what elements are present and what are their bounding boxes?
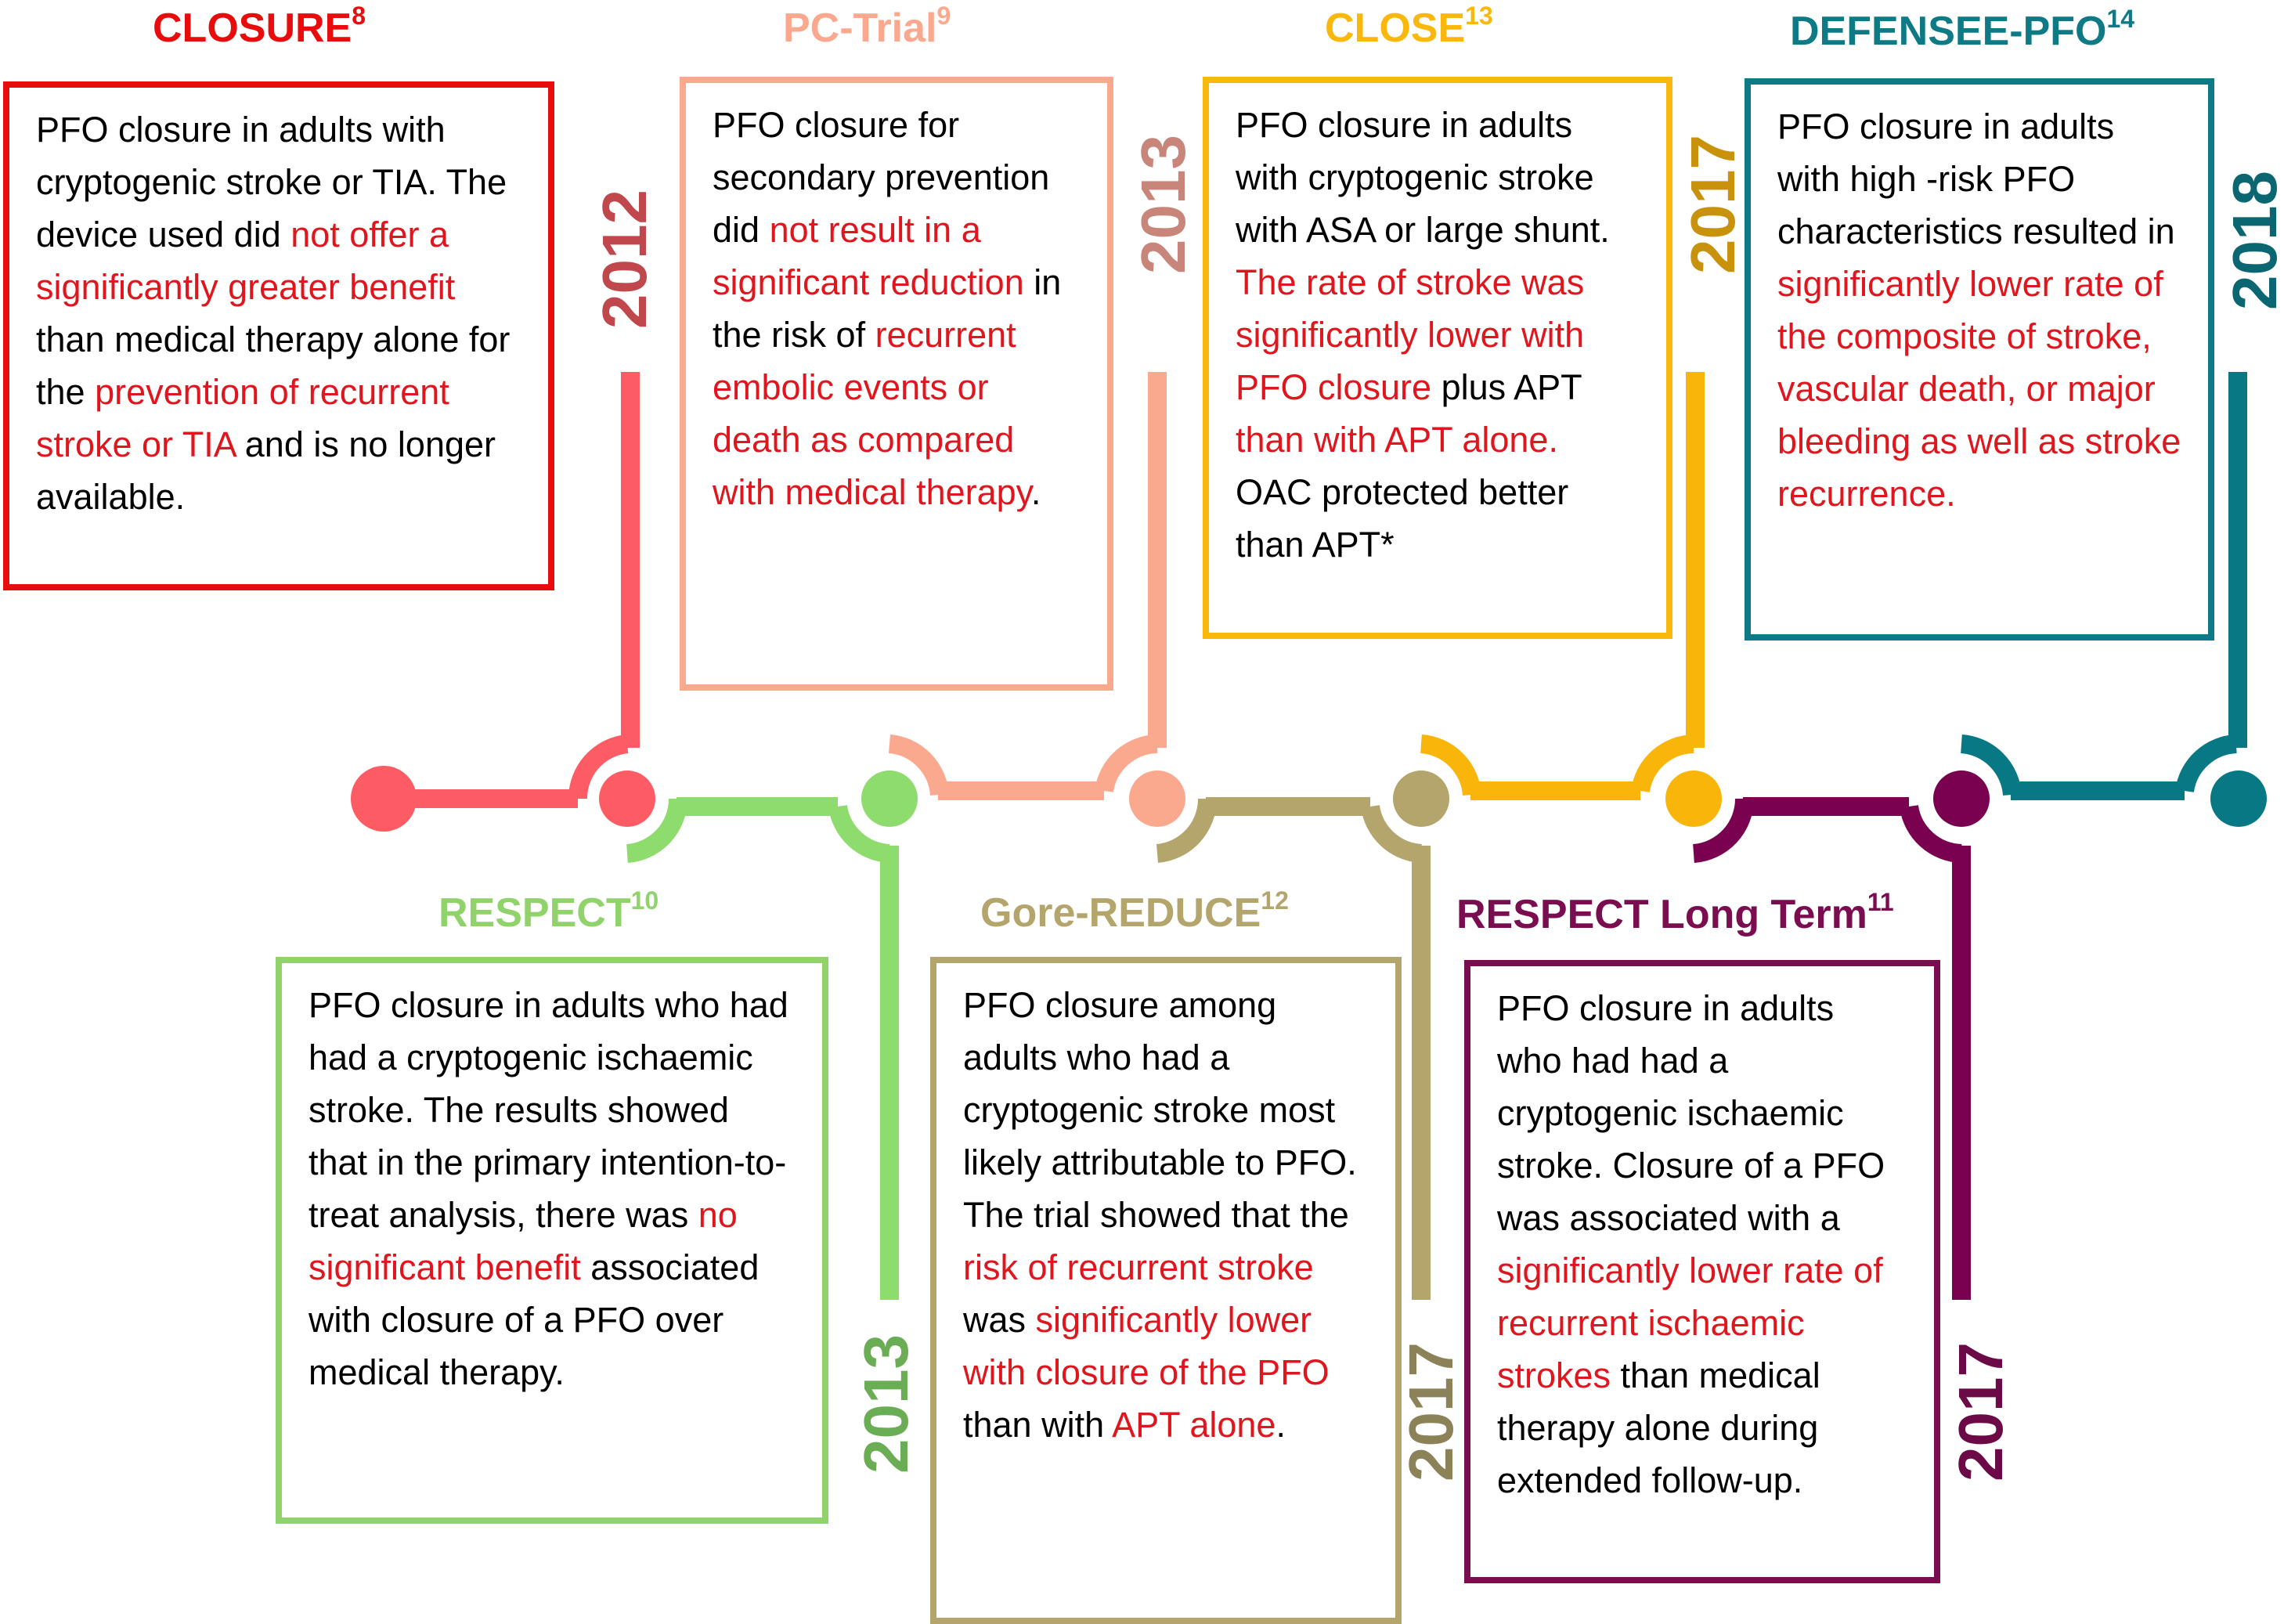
card-text: associated with closure of a PFO over me… — [309, 1247, 760, 1392]
trial-title-defensee-pfo: DEFENSEE-PFO14 — [1790, 5, 2135, 55]
card-text: than medical therapy alone during extend… — [1497, 1355, 1820, 1500]
trial-name: PC-Trial — [783, 5, 937, 51]
year-label-defensee-pfo: 2018 — [2220, 171, 2284, 310]
trial-ref: 11 — [1867, 888, 1894, 916]
year-label-respect: 2013 — [851, 1334, 921, 1474]
trial-card-gore-reduce: PFO closure among adults who had a crypt… — [930, 957, 1402, 1624]
highlighted-finding: significantly lower rate of recurrent is… — [1497, 1250, 1883, 1395]
card-text: in the risk of — [713, 262, 1062, 355]
card-text: . — [1276, 1405, 1286, 1445]
trial-name: RESPECT Long Term — [1456, 892, 1867, 937]
card-text: OAC protected better than APT* — [1236, 472, 1569, 565]
trial-ref: 9 — [936, 2, 951, 30]
card-text: than with — [963, 1405, 1113, 1445]
trial-title-gore-reduce: Gore-REDUCE12 — [980, 886, 1289, 937]
card-text: PFO closure in adults who had had a cryp… — [309, 985, 788, 1235]
timeline-node-close — [1665, 770, 1722, 827]
closure-connector — [351, 372, 655, 832]
year-label-respect-long-term: 2017 — [1946, 1342, 2015, 1481]
timeline-node-gore-reduce — [1393, 770, 1449, 827]
card-text: and is no longer available. — [36, 424, 496, 517]
trial-card-pc-trial: PFO closure for secondary prevention did… — [680, 77, 1113, 691]
trial-card-closure: PFO closure in adults with cryptogenic s… — [3, 81, 554, 590]
trial-title-respect: RESPECT10 — [438, 886, 658, 937]
trial-ref: 14 — [2106, 5, 2135, 33]
highlighted-finding: not offer a significantly greater benefi… — [36, 215, 456, 307]
card-text: . — [1030, 472, 1041, 512]
trial-card-respect-long-term: PFO closure in adults who had had a cryp… — [1464, 960, 1940, 1583]
trial-title-close: CLOSE13 — [1325, 2, 1493, 52]
card-text: than medical therapy alone for the — [36, 319, 511, 412]
year-label-pc-trial: 2013 — [1128, 135, 1198, 274]
trial-ref: 8 — [352, 2, 366, 30]
highlighted-finding: recurrent embolic events or death as com… — [713, 315, 1031, 512]
card-text: PFO closure among adults who had a crypt… — [963, 985, 1357, 1235]
card-text: PFO closure in adults with cryptogenic s… — [1236, 105, 1610, 250]
trial-name: RESPECT — [438, 890, 631, 936]
timeline-start-dot — [351, 766, 417, 832]
trial-ref: 13 — [1465, 2, 1493, 30]
timeline-node-respect-long-term — [1933, 770, 1990, 827]
card-text: plus APT — [1431, 367, 1582, 407]
highlighted-finding: The rate of stroke was significantly low… — [1236, 262, 1585, 407]
timeline-node-respect — [861, 770, 918, 827]
card-text: PFO closure in adults with high -risk PF… — [1777, 106, 2175, 251]
card-text: PFO closure in adults with cryptogenic s… — [36, 110, 507, 254]
card-text: PFO closure in adults who had had a cryp… — [1497, 988, 1885, 1238]
year-label-gore-reduce: 2017 — [1396, 1342, 1466, 1481]
year-label-closure: 2012 — [590, 189, 659, 329]
card-text: was — [963, 1300, 1036, 1340]
trial-ref: 12 — [1261, 886, 1289, 915]
highlighted-finding: risk of recurrent stroke — [963, 1247, 1314, 1287]
card-text: PFO closure for secondary prevention did — [713, 105, 1050, 250]
trial-card-close: PFO closure in adults with cryptogenic s… — [1203, 77, 1672, 639]
highlighted-finding: no significant benefit — [309, 1195, 738, 1287]
highlighted-finding: prevention of recurrent stroke or TIA — [36, 372, 449, 464]
trial-card-defensee-pfo: PFO closure in adults with high -risk PF… — [1745, 78, 2214, 641]
highlighted-finding: significantly lower with closure of the … — [963, 1300, 1330, 1392]
trial-title-closure: CLOSURE8 — [153, 2, 366, 52]
trial-name: Gore-REDUCE — [980, 890, 1261, 936]
trial-name: CLOSURE — [153, 5, 352, 51]
highlighted-finding: than with APT alone. — [1236, 420, 1558, 460]
trial-name: CLOSE — [1325, 5, 1466, 51]
timeline-node-defensee-pfo — [2210, 770, 2267, 827]
trial-ref: 10 — [630, 886, 659, 915]
highlighted-finding: not result in a significant reduction — [713, 210, 1024, 302]
trial-name: DEFENSEE-PFO — [1790, 9, 2107, 54]
trial-title-pc-trial: PC-Trial9 — [783, 2, 951, 52]
highlighted-finding: APT alone — [1112, 1405, 1276, 1445]
timeline-node-closure — [599, 770, 655, 827]
year-label-close: 2017 — [1678, 135, 1748, 274]
timeline-node-pc-trial — [1129, 770, 1185, 827]
trial-card-respect: PFO closure in adults who had had a cryp… — [276, 957, 828, 1524]
highlighted-finding: significantly lower rate of the composit… — [1777, 264, 2181, 514]
trial-title-respect-long-term: RESPECT Long Term11 — [1456, 888, 1894, 938]
